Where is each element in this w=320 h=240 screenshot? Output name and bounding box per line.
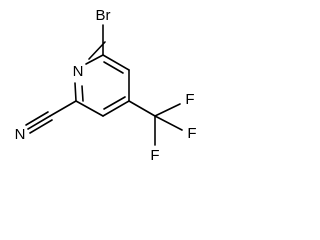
bond-c5-c6 — [102, 54, 130, 71]
bond-c3-c4 — [102, 100, 130, 117]
bond-cn-triple-3 — [29, 119, 53, 134]
bond-cf3-f-top — [154, 103, 181, 117]
bond-c2-c3 — [75, 100, 104, 117]
bond-cn-triple-2 — [25, 111, 49, 126]
bond-cf3-f-right — [154, 115, 183, 131]
atom-fluorine-top: F — [185, 91, 194, 108]
bond-c5-c6-inner — [103, 61, 124, 74]
bond-cn-triple-1 — [27, 115, 51, 130]
bond-n1-c6 — [85, 54, 104, 65]
bond-n1-c2 — [74, 82, 77, 102]
structure-canvas: Br N N F F F — [15, 7, 197, 164]
atom-fluorine-right: F — [187, 125, 196, 142]
bond-c4-cf3 — [128, 100, 156, 117]
atom-nitrile-nitrogen: N — [15, 126, 26, 143]
bond-n1-c2-inner — [81, 85, 84, 102]
molecule-diagram: Br N N F F F — [15, 7, 197, 164]
bond-c3-c4-inner — [103, 96, 126, 110]
atom-bromine: Br — [96, 7, 111, 24]
bond-c2-cn — [49, 100, 77, 117]
atom-fluorine-bottom: F — [150, 147, 159, 164]
atom-ring-nitrogen: N — [73, 63, 84, 80]
